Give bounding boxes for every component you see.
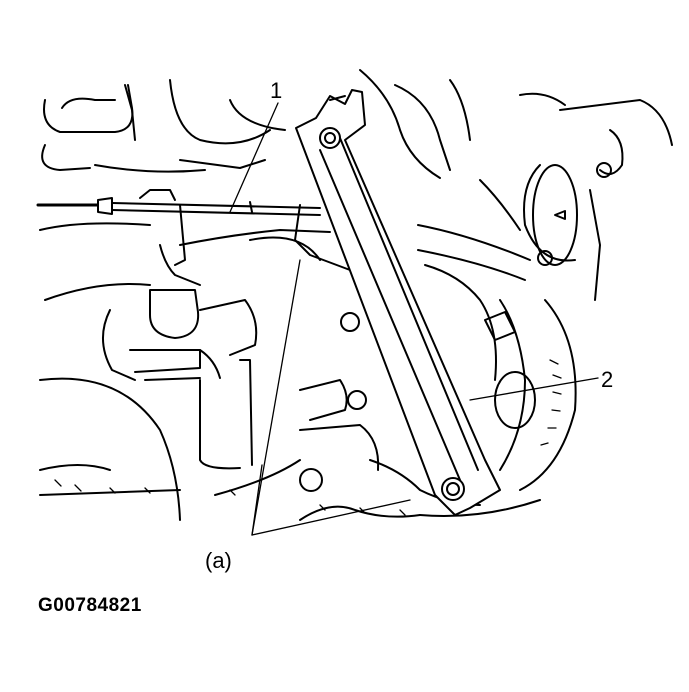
callout-leaders xyxy=(229,102,599,536)
figure-id: G00784821 xyxy=(38,595,142,616)
callout-1-label: 1 xyxy=(270,78,282,103)
engine-background-lines xyxy=(39,69,673,521)
callout-2-label: 2 xyxy=(601,367,613,392)
item-2-bracket xyxy=(295,89,501,516)
item-1-rod xyxy=(36,189,351,271)
callout-a-label: (a) xyxy=(205,548,232,573)
